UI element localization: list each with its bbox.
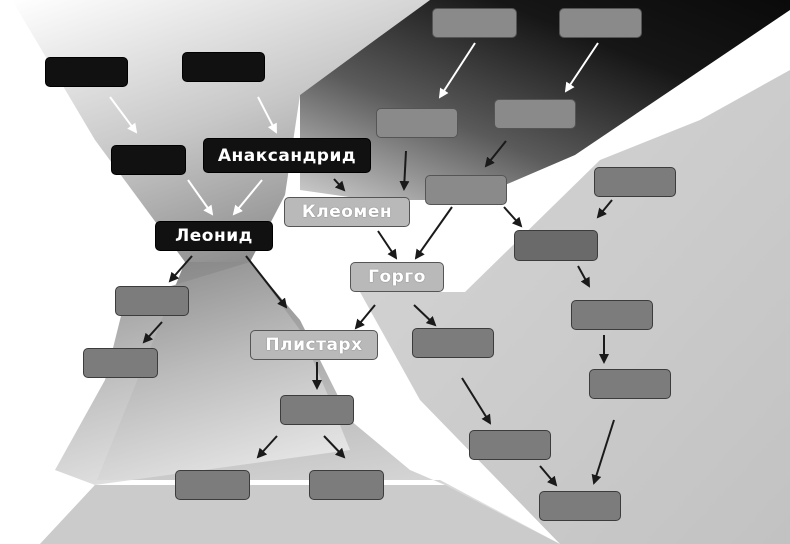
ancestor-box-3 xyxy=(111,145,186,175)
blank-box xyxy=(376,108,458,138)
arrow xyxy=(187,179,214,216)
blank-box xyxy=(412,328,494,358)
ancestor-box-1 xyxy=(45,57,128,87)
arrow xyxy=(232,179,263,216)
ancestor-box-2 xyxy=(182,52,265,82)
arrow xyxy=(109,96,138,134)
arrow xyxy=(503,206,523,228)
arrow xyxy=(168,255,193,283)
blank-box xyxy=(589,369,671,399)
node-plistarkh: Плистарх xyxy=(250,330,378,360)
arrow xyxy=(257,96,277,134)
blank-box xyxy=(469,430,551,460)
node-leonid: Леонид xyxy=(155,221,273,251)
arrow xyxy=(577,265,590,288)
node-kleomen: Клеомен xyxy=(284,197,410,227)
arrow xyxy=(564,42,599,93)
node-gorgo: Горго xyxy=(350,262,444,292)
blank-box xyxy=(514,230,598,261)
arrow xyxy=(591,419,615,485)
arrow xyxy=(539,465,558,487)
blank-box xyxy=(494,99,576,129)
blank-box xyxy=(309,470,384,500)
blank-box xyxy=(594,167,676,197)
blank-box xyxy=(280,395,354,425)
arrow xyxy=(245,255,288,309)
blank-box xyxy=(559,8,642,38)
blank-box xyxy=(83,348,158,378)
arrow xyxy=(413,304,437,327)
blank-box xyxy=(115,286,189,316)
arrow xyxy=(142,321,163,344)
arrow xyxy=(354,304,376,330)
arrow xyxy=(333,178,346,192)
blank-box xyxy=(425,175,507,205)
arrow xyxy=(484,140,507,168)
arrow xyxy=(414,206,453,260)
arrow xyxy=(377,230,398,260)
arrow xyxy=(323,435,346,459)
arrow xyxy=(596,199,613,219)
arrow xyxy=(461,377,492,425)
node-anaxandrid: Анаксандрид xyxy=(203,138,371,173)
arrow xyxy=(438,42,476,99)
arrow xyxy=(256,435,278,459)
blank-box xyxy=(175,470,250,500)
arrow xyxy=(399,150,410,191)
blank-box xyxy=(571,300,653,330)
blank-box xyxy=(432,8,517,38)
blank-box xyxy=(539,491,621,521)
